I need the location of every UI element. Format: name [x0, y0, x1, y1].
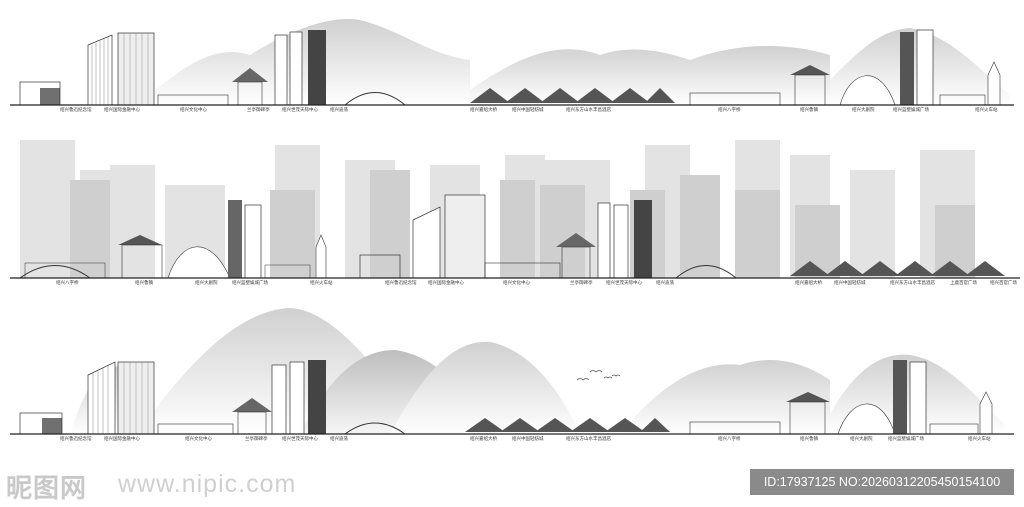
skyline-illustration-top — [10, 19, 1014, 106]
landmark-label: 绍兴国际金融中心 — [104, 108, 140, 113]
landmark-label: 绍兴迪荡 — [330, 108, 348, 113]
landmark-label: 绍兴鲁迅纪念馆 — [60, 437, 92, 442]
landmark-label: 绍兴大剧院 — [850, 437, 873, 442]
landmark-label: 绍兴世茂天际中心 — [282, 108, 318, 113]
landmark-label: 绍兴嘉绍大桥 — [470, 108, 497, 113]
landmark-label: 绍兴国际金融中心 — [104, 437, 140, 442]
landmark-label: 绍兴蓝壁娱城广场 — [232, 281, 268, 286]
landmark-label: 绍兴世茂天际中心 — [282, 437, 318, 442]
skyline-strip-middle: 绍兴八字桥 绍兴鲁镇 绍兴大剧院 绍兴蓝壁娱城广场 绍兴火车站 绍兴鲁迅纪念馆 … — [0, 135, 1024, 295]
skyline-strip-top: 绍兴鲁迅纪念馆 绍兴国际金融中心 绍兴文化中心 兰亭御碑亭 绍兴世茂天际中心 绍… — [0, 0, 1024, 120]
landmark-label: 上虞百官广场 — [950, 281, 977, 286]
landmark-label: 绍兴东方山水丰昌酒店 — [890, 281, 935, 286]
skyline-illustration-middle — [10, 140, 1020, 279]
landmark-label: 绍兴蓝壁娱城广场 — [888, 437, 924, 442]
landmark-label: 绍兴文化中心 — [503, 281, 530, 286]
landmark-label: 绍兴鲁镇 — [135, 281, 153, 286]
landmark-label: 绍兴火车站 — [975, 108, 998, 113]
landmark-label: 兰亭御碑亭 — [570, 281, 593, 286]
landmark-label: 兰亭御碑亭 — [245, 437, 268, 442]
landmark-label: 绍兴火车站 — [310, 281, 333, 286]
landmark-label: 绍兴蓝壁娱城广场 — [893, 108, 929, 113]
skyline-illustration-bottom — [10, 308, 1014, 435]
landmark-label: 绍兴文化中心 — [180, 108, 207, 113]
landmark-label: 绍兴鲁镇 — [800, 437, 818, 442]
landmark-label: 兰亭御碑亭 — [247, 108, 270, 113]
landmark-label: 绍兴鲁镇 — [800, 108, 818, 113]
landmark-label: 绍兴迪荡 — [656, 281, 674, 286]
landmark-label: 绍兴鲁迅纪念馆 — [60, 108, 92, 113]
landmark-label: 绍兴百官广场 — [990, 281, 1017, 286]
skyline-strip-bottom: 绍兴鲁迅纪念馆 绍兴国际金融中心 绍兴文化中心 兰亭御碑亭 绍兴世茂天际中心 绍… — [0, 300, 1024, 460]
landmark-label: 绍兴迪荡 — [330, 437, 348, 442]
landmark-label: 绍兴中国轻纺城 — [512, 437, 544, 442]
landmark-label: 绍兴国际金融中心 — [428, 281, 464, 286]
landmark-label: 绍兴中国轻纺城 — [512, 108, 544, 113]
landmark-label: 绍兴中国轻纺城 — [834, 281, 866, 286]
landmark-label: 绍兴嘉绍大桥 — [795, 281, 822, 286]
landmark-label: 绍兴世茂天际中心 — [606, 281, 642, 286]
landmark-label: 绍兴东方山水丰昌酒店 — [566, 437, 611, 442]
site-url: www.nipic.com — [118, 470, 297, 498]
image-id-badge: ID:17937125 NO:20260312205450154100 — [750, 469, 1014, 495]
landmark-label: 绍兴东方山水丰昌酒店 — [566, 108, 611, 113]
landmark-label: 绍兴火车站 — [968, 437, 991, 442]
landmark-label: 绍兴八字桥 — [56, 281, 79, 286]
landmark-label: 绍兴文化中心 — [185, 437, 212, 442]
site-logo: 昵图网 — [6, 474, 88, 504]
landmark-label: 绍兴大剧院 — [852, 108, 875, 113]
landmark-label: 绍兴八字桥 — [718, 108, 741, 113]
landmark-label: 绍兴大剧院 — [195, 281, 218, 286]
landmark-label: 绍兴八字桥 — [718, 437, 741, 442]
landmark-label: 绍兴嘉绍大桥 — [470, 437, 497, 442]
landmark-label: 绍兴鲁迅纪念馆 — [385, 281, 417, 286]
